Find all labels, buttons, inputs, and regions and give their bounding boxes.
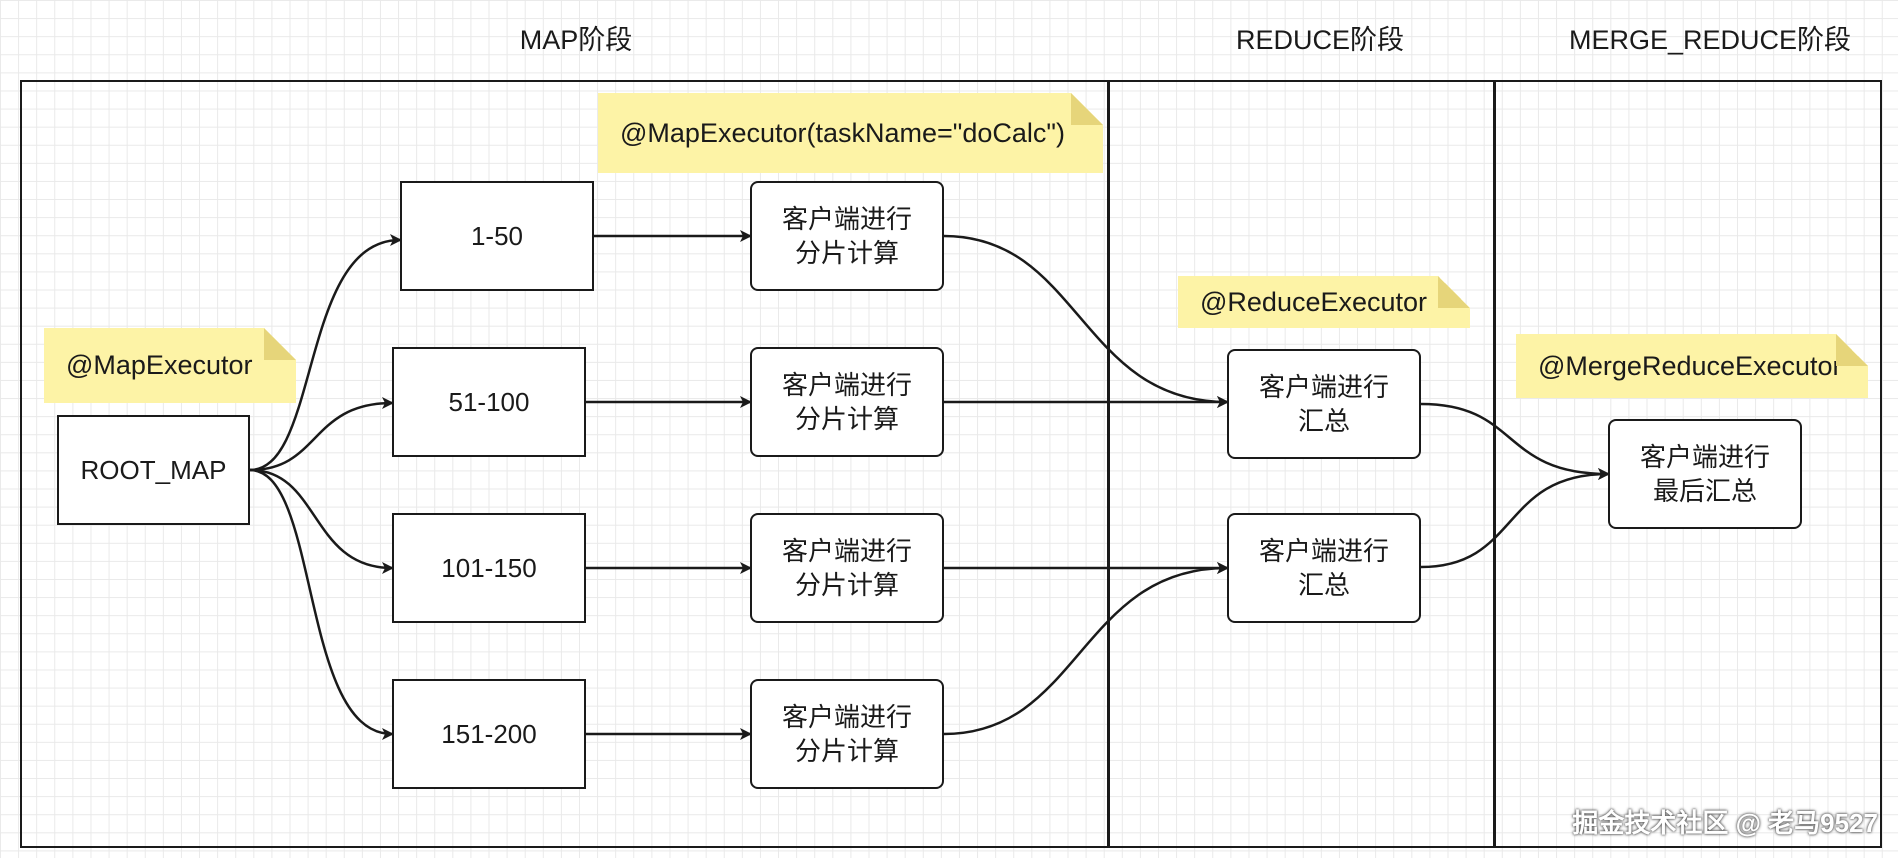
node-range-label: 151-200 bbox=[441, 719, 537, 749]
node-root-map: ROOT_MAP bbox=[57, 415, 250, 525]
note-merge-reduce-executor: @MergeReduceExecutor bbox=[1516, 334, 1868, 398]
node-merge: 客户端进行 最后汇总 bbox=[1608, 419, 1802, 529]
node-range-1: 1-50 bbox=[400, 181, 594, 291]
node-calc-line1: 客户端进行 bbox=[781, 370, 912, 400]
node-calc-line2: 分片计算 bbox=[794, 238, 899, 268]
node-calc-4: 客户端进行 分片计算 bbox=[750, 679, 944, 789]
node-calc-line2: 分片计算 bbox=[794, 570, 899, 600]
node-calc-3: 客户端进行 分片计算 bbox=[750, 513, 944, 623]
node-merge-line2: 最后汇总 bbox=[1652, 476, 1757, 506]
node-range-3: 101-150 bbox=[392, 513, 586, 623]
node-reduce-2: 客户端进行 汇总 bbox=[1227, 513, 1421, 623]
node-root-map-label: ROOT_MAP bbox=[80, 455, 227, 485]
node-range-label: 51-100 bbox=[448, 387, 530, 417]
node-calc-line1: 客户端进行 bbox=[781, 536, 912, 566]
phase-label-map: MAP阶段 bbox=[519, 25, 633, 55]
note-map-executor-text: @MapExecutor bbox=[66, 350, 253, 380]
watermark: 掘金技术社区 @ 老马9527 bbox=[1572, 808, 1878, 838]
node-range-2: 51-100 bbox=[392, 347, 586, 457]
note-map-executor-task: @MapExecutor(taskName="doCalc") bbox=[598, 93, 1103, 173]
node-reduce-line2: 汇总 bbox=[1297, 570, 1350, 600]
divider-map-reduce bbox=[1107, 80, 1110, 848]
node-calc-line1: 客户端进行 bbox=[781, 204, 912, 234]
note-merge-reduce-executor-text: @MergeReduceExecutor bbox=[1538, 350, 1842, 381]
note-reduce-executor-text: @ReduceExecutor bbox=[1200, 286, 1428, 317]
phase-frame bbox=[20, 80, 1882, 848]
node-range-label: 1-50 bbox=[470, 221, 524, 251]
node-reduce-line1: 客户端进行 bbox=[1258, 372, 1389, 402]
note-map-executor-task-text: @MapExecutor(taskName="doCalc") bbox=[620, 117, 1065, 148]
node-reduce-line2: 汇总 bbox=[1297, 406, 1350, 436]
node-reduce-line1: 客户端进行 bbox=[1258, 536, 1389, 566]
node-range-label: 101-150 bbox=[441, 553, 537, 583]
note-reduce-executor: @ReduceExecutor bbox=[1178, 276, 1470, 328]
node-calc-2: 客户端进行 分片计算 bbox=[750, 347, 944, 457]
divider-reduce-merge bbox=[1493, 80, 1496, 848]
node-calc-line2: 分片计算 bbox=[794, 404, 899, 434]
node-calc-1: 客户端进行 分片计算 bbox=[750, 181, 944, 291]
phase-label-merge-reduce: MERGE_REDUCE阶段 bbox=[1568, 25, 1852, 55]
node-range-4: 151-200 bbox=[392, 679, 586, 789]
note-map-executor: @MapExecutor bbox=[44, 328, 296, 403]
phase-label-reduce: REDUCE阶段 bbox=[1235, 25, 1404, 55]
node-calc-line1: 客户端进行 bbox=[781, 702, 912, 732]
node-merge-line1: 客户端进行 bbox=[1639, 442, 1770, 472]
node-calc-line2: 分片计算 bbox=[794, 736, 899, 766]
node-reduce-1: 客户端进行 汇总 bbox=[1227, 349, 1421, 459]
